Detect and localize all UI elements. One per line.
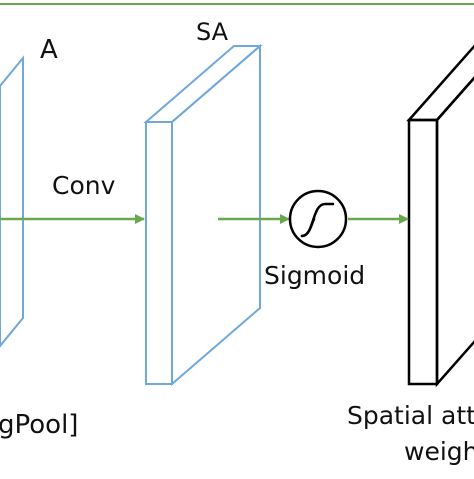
spatial-weight-slab — [406, 44, 474, 388]
label-spatial-fragment: Spatial att — [347, 401, 474, 430]
label-conv: Conv — [52, 171, 116, 200]
sigmoid-curve-icon — [288, 189, 348, 249]
label-sigmoid: Sigmoid — [264, 261, 365, 290]
sa-feature-slab — [143, 43, 263, 387]
label-sa: SA — [196, 18, 229, 46]
label-a: A — [40, 35, 58, 65]
label-weight-fragment: weigh — [404, 437, 474, 466]
label-avgpool-fragment: gPool] — [0, 410, 78, 440]
left-feature-slab — [0, 55, 24, 348]
